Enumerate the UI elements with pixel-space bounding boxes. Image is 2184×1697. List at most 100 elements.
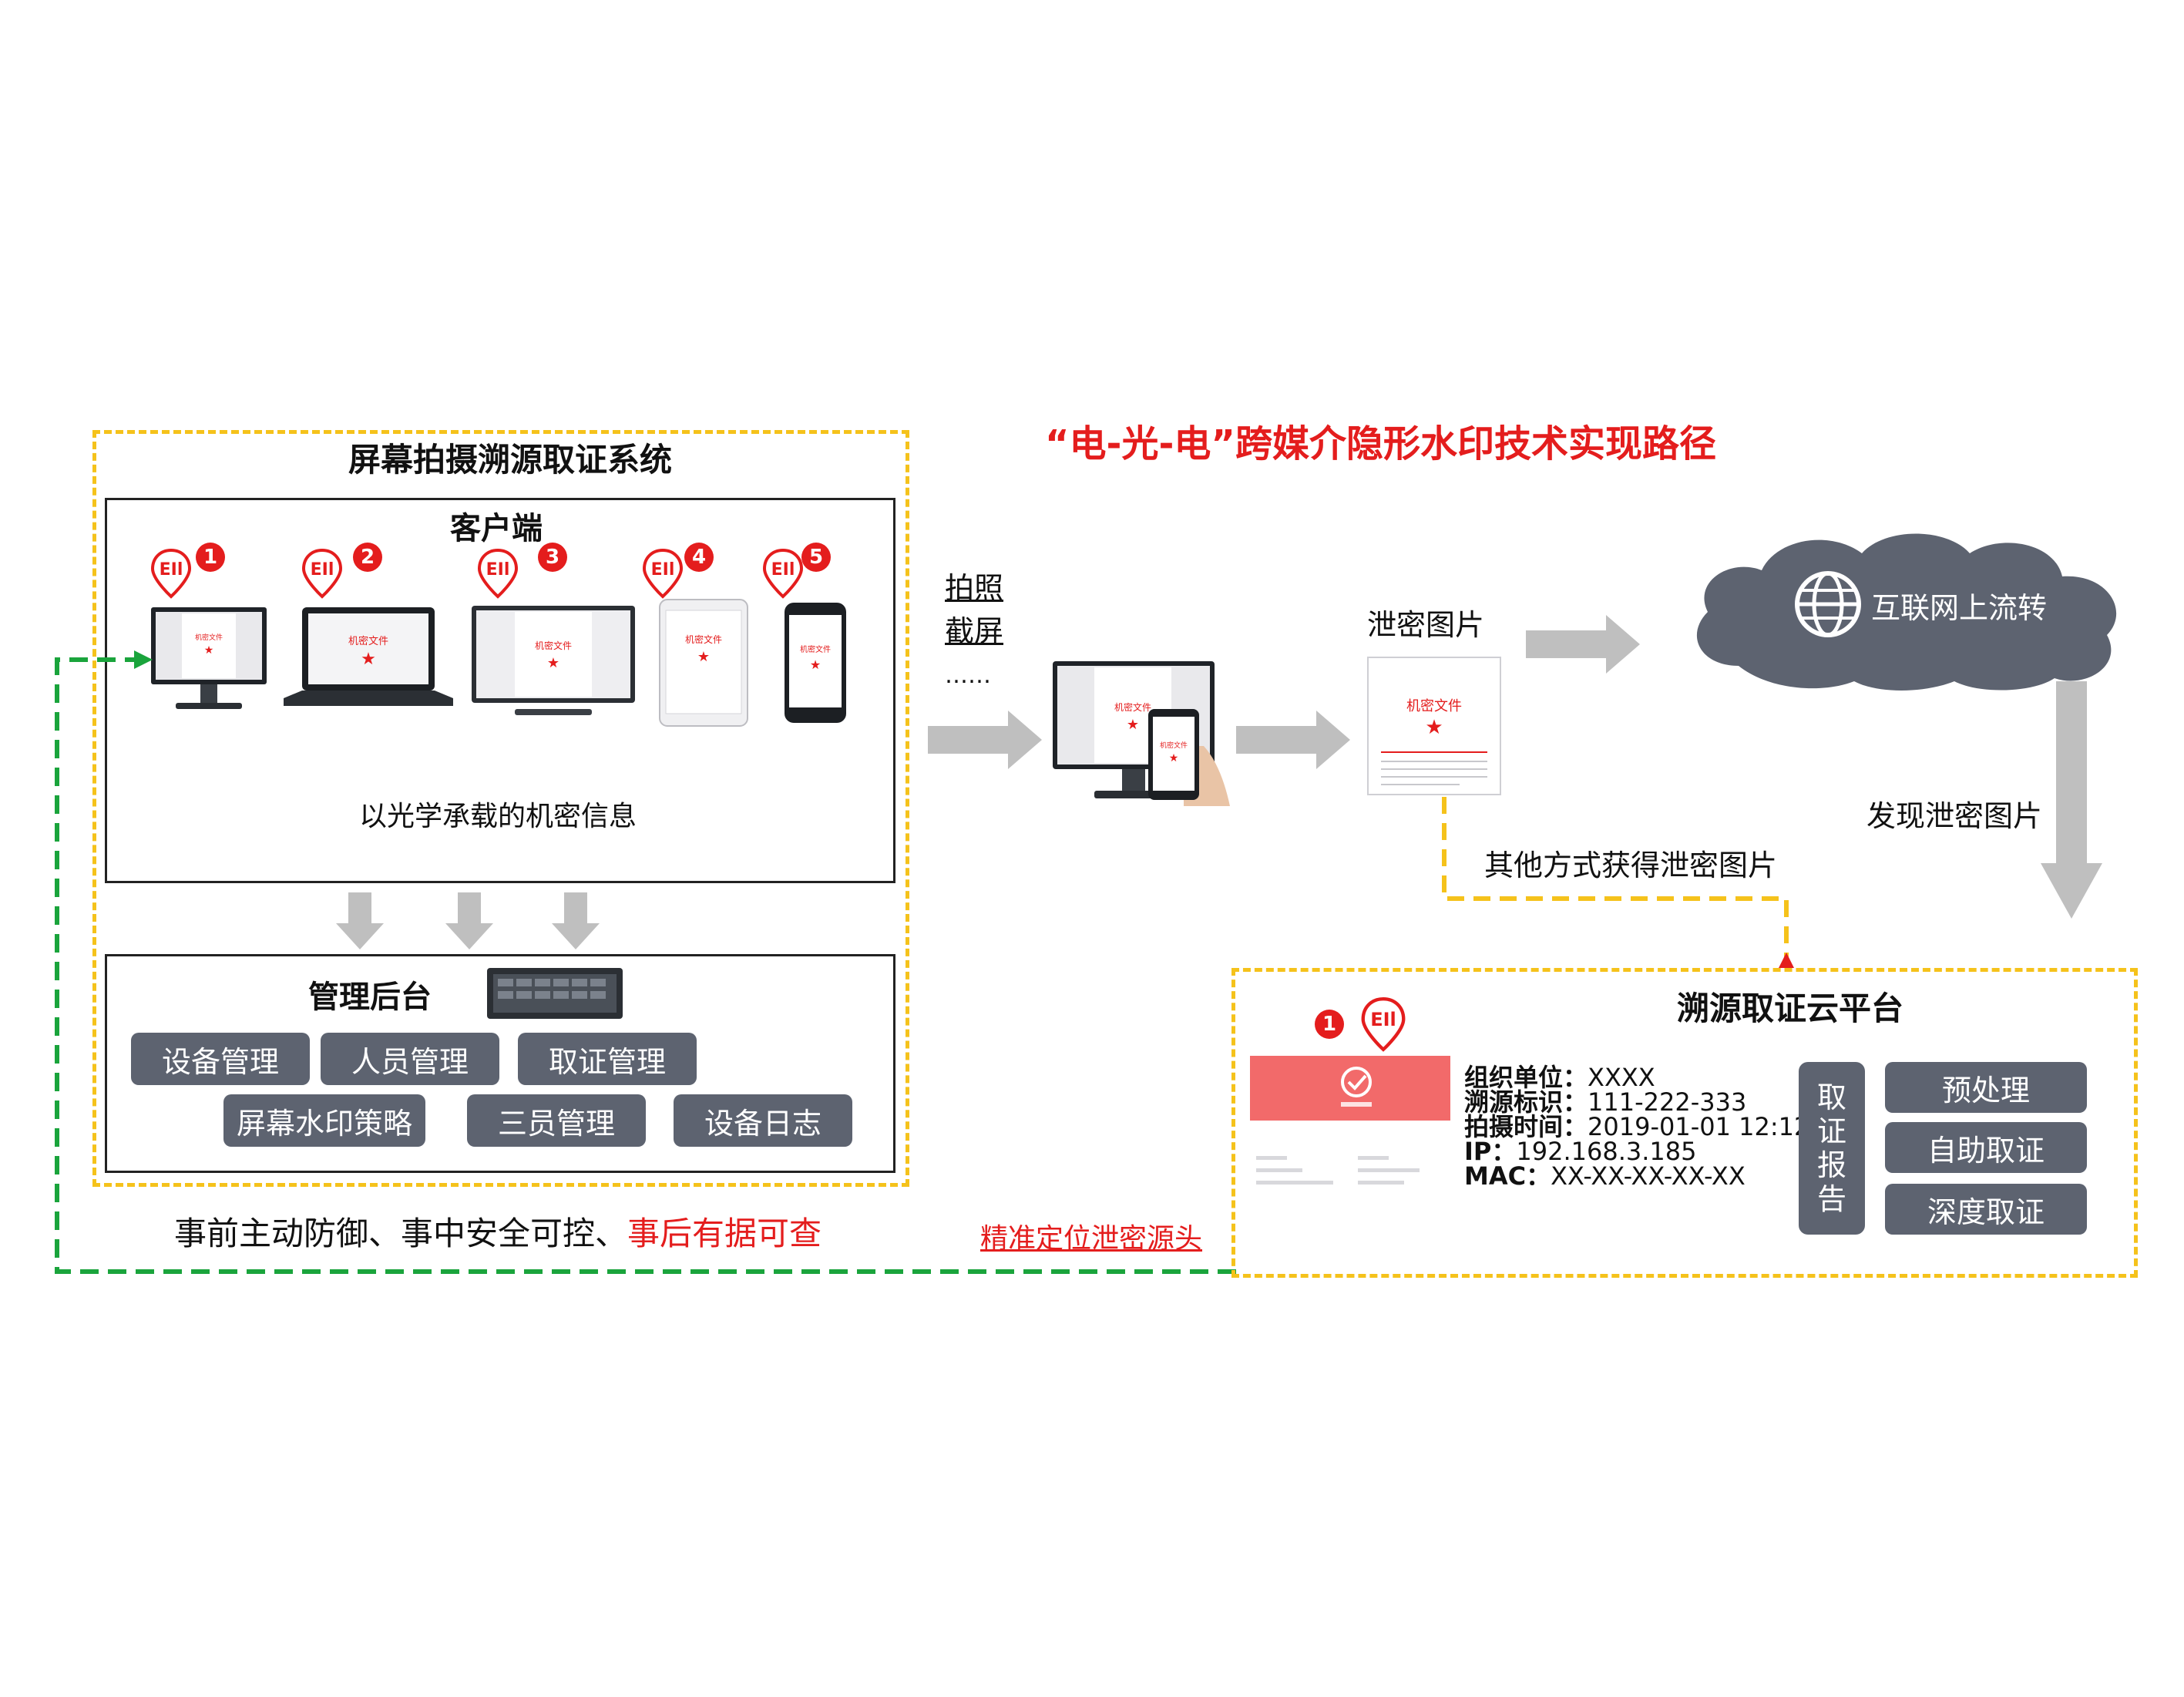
down-arrow-icon (336, 892, 384, 949)
seal-icon: EIl (301, 548, 343, 599)
internet-cloud-icon (1696, 533, 2117, 691)
preprocess-button[interactable]: 预处理 (1885, 1062, 2087, 1113)
svg-text:★: ★ (1127, 717, 1139, 733)
admin-button-staff-mgmt[interactable]: 人员管理 (321, 1033, 499, 1085)
field-value: 2019-01-01 12:12 (1588, 1112, 1810, 1141)
svg-text:★: ★ (361, 650, 376, 669)
report-char: 证 (1816, 1114, 1846, 1148)
device-badge: 3 (538, 543, 567, 572)
seal-icon: EIl (150, 548, 192, 599)
capture-method-photo[interactable]: 拍照 (945, 571, 1004, 605)
admin-button-three-officers[interactable]: 三员管理 (467, 1094, 646, 1147)
field-key: 溯源标识： (1464, 1087, 1588, 1117)
field-key: 拍摄时间： (1464, 1112, 1588, 1141)
device-badge: 2 (353, 543, 382, 572)
svg-text:EIl: EIl (160, 560, 183, 580)
bottom-caption-part1: 事前主动防御、事中安全可控、 (174, 1215, 628, 1252)
down-arrow-icon (552, 892, 600, 949)
smartphone-icon: 机密文件 ★ (785, 603, 846, 723)
svg-text:★: ★ (1425, 716, 1443, 739)
svg-text:机密文件: 机密文件 (1114, 701, 1151, 713)
other-ways-label: 其他方式获得泄密图片 (1484, 848, 1778, 882)
locate-source-label: 精准定位泄密源头 (980, 1223, 1203, 1255)
bottom-caption-part2: 事后有据可查 (627, 1215, 822, 1252)
bottom-caption: 事前主动防御、事中安全可控、事后有据可查 (174, 1218, 822, 1250)
report-char: 告 (1816, 1182, 1846, 1216)
field-mac: MAC：XX-XX-XX-XX-XX (1464, 1164, 1809, 1188)
field-capture-time: 拍摄时间：2019-01-01 12:12 (1464, 1114, 1809, 1139)
svg-text:★: ★ (810, 657, 821, 672)
right-arrow-icon (928, 711, 1042, 769)
svg-text:EIl: EIl (311, 560, 334, 580)
svg-text:EIl: EIl (771, 560, 795, 580)
seal-icon: EIl (762, 548, 804, 599)
photographed-monitor-icon: 机密文件 ★ 机密文件 ★ (1053, 661, 1230, 806)
seal-icon: EIl (642, 548, 684, 599)
down-arrow-icon (445, 892, 493, 949)
metadata-fields: 组织单位：XXXX 溯源标识：111-222-333 拍摄时间：2019-01-… (1464, 1065, 1809, 1188)
leaked-document-image: 机密文件 ★ (1367, 657, 1501, 795)
down-arrow-icon (2041, 681, 2102, 919)
cloud-badge: 1 (1315, 1010, 1344, 1039)
leak-image-label: 泄密图片 (1367, 608, 1485, 642)
report-char: 报 (1816, 1148, 1846, 1182)
svg-text:EIl: EIl (486, 560, 510, 580)
client-title: 客户端 (450, 511, 543, 546)
field-value: 192.168.3.185 (1516, 1137, 1697, 1166)
field-value: 111-222-333 (1588, 1087, 1747, 1117)
admin-button-device-mgmt[interactable]: 设备管理 (131, 1033, 310, 1085)
svg-text:★: ★ (697, 649, 710, 665)
right-arrow-icon (1526, 615, 1640, 674)
field-value: XX-XX-XX-XX-XX (1551, 1161, 1746, 1191)
forensic-report-button[interactable]: 取 证 报 告 (1799, 1062, 1865, 1235)
cloud-platform-frame (1231, 968, 2138, 1278)
svg-text:★: ★ (547, 655, 559, 671)
capture-method-more: …… (945, 662, 991, 689)
admin-button-watermark-policy[interactable]: 屏幕水印策略 (223, 1094, 425, 1147)
desktop-monitor-icon: 机密文件 ★ (151, 607, 267, 709)
internet-label: 互联网上流转 (1871, 591, 2048, 625)
laptop-icon: 机密文件 ★ (284, 607, 453, 706)
cloud-platform-title: 溯源取证云平台 (1677, 990, 1904, 1027)
svg-text:机密文件: 机密文件 (800, 644, 831, 654)
wide-monitor-icon: 机密文件 ★ (472, 606, 635, 715)
svg-text:机密文件: 机密文件 (535, 640, 572, 651)
diagram-title: “电-光-电”跨媒介隐形水印技术实现路径 (1045, 422, 1716, 465)
svg-text:机密文件: 机密文件 (685, 633, 722, 645)
field-key: 组织单位： (1464, 1063, 1588, 1092)
seal-icon: EIl (477, 548, 519, 599)
field-value: XXXX (1588, 1063, 1655, 1092)
forensic-result-card (1250, 1056, 1450, 1185)
right-arrow-icon (1236, 711, 1350, 769)
field-org: 组织单位：XXXX (1464, 1065, 1809, 1090)
system-frame (92, 430, 909, 1187)
device-badge: 5 (801, 543, 831, 572)
admin-button-forensic-mgmt[interactable]: 取证管理 (518, 1033, 697, 1085)
admin-title: 管理后台 (308, 980, 432, 1015)
svg-text:EIl: EIl (651, 560, 675, 580)
svg-text:EIl: EIl (1370, 1009, 1396, 1030)
report-char: 取 (1816, 1080, 1846, 1114)
field-trace-id: 溯源标识：111-222-333 (1464, 1090, 1809, 1114)
field-key: IP： (1464, 1137, 1517, 1166)
server-rack-icon (487, 968, 623, 1019)
self-forensic-button[interactable]: 自助取证 (1885, 1122, 2087, 1173)
capture-method-screenshot[interactable]: 截屏 (945, 614, 1004, 648)
device-badge: 4 (684, 543, 714, 572)
device-badge: 1 (196, 543, 225, 572)
tablet-icon: 机密文件 ★ (659, 599, 748, 727)
field-key: MAC： (1464, 1161, 1551, 1191)
svg-text:机密文件: 机密文件 (1406, 698, 1462, 714)
svg-text:★: ★ (204, 644, 214, 657)
seal-icon: EIl (1361, 996, 1406, 1052)
optical-caption: 以光学承载的机密信息 (359, 801, 637, 832)
svg-text:机密文件: 机密文件 (195, 633, 223, 642)
deep-forensic-button[interactable]: 深度取证 (1885, 1184, 2087, 1235)
discover-label: 发现泄密图片 (1866, 799, 2043, 833)
globe-icon (1795, 571, 1861, 637)
system-title: 屏幕拍摄溯源取证系统 (348, 441, 673, 479)
admin-button-device-log[interactable]: 设备日志 (674, 1094, 852, 1147)
field-ip: IP：192.168.3.185 (1464, 1139, 1809, 1164)
